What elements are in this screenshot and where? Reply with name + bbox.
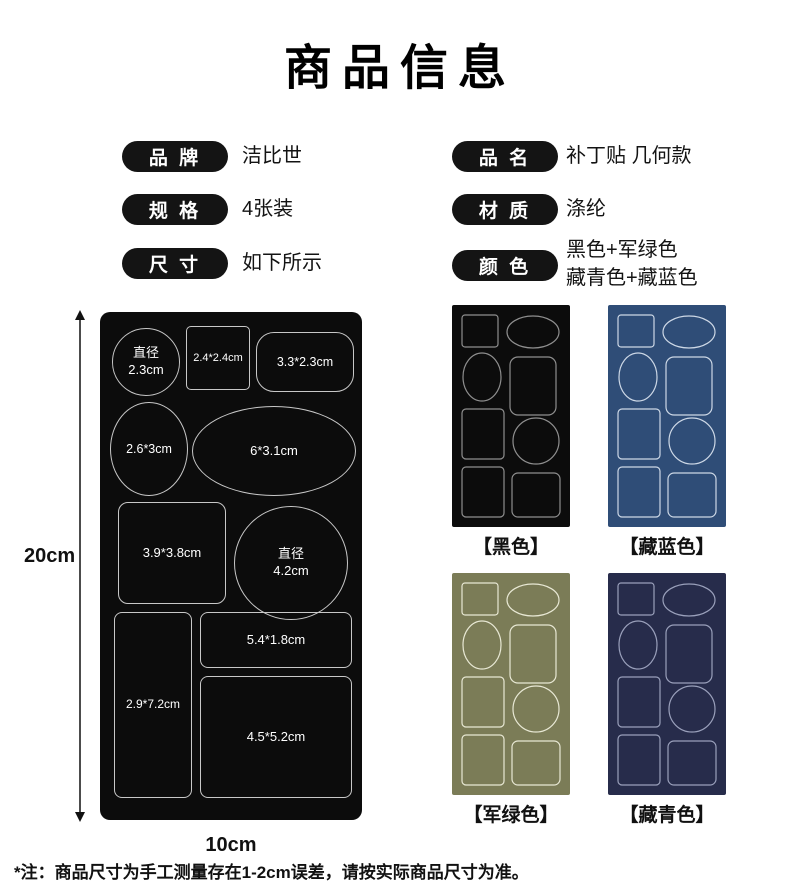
patch-shape-circle-2-3: 直径 2.3cm [112, 328, 180, 396]
page-title: 商品信息 [283, 42, 516, 95]
swatch-caption-dark-navy: 【藏青色】 [619, 805, 715, 826]
patch-shape-rect-4-5: 4.5*5.2cm [200, 676, 352, 798]
swatch-caption-black: 【黑色】 [472, 537, 549, 558]
patch-shape-rounded-rect-3-3: 3.3*2.3cm [256, 332, 354, 392]
brand-label-pill: 品 牌 [122, 141, 228, 172]
swatch-pattern [617, 582, 717, 786]
swatch-caption-navy-blue: 【藏蓝色】 [619, 537, 715, 558]
height-dimension-arrow [75, 310, 85, 822]
color-swatch-black [452, 305, 570, 527]
spec-label-pill: 规 格 [122, 194, 228, 225]
swatch-pattern [461, 582, 561, 786]
patch-shape-rounded-square-3-9: 3.9*3.8cm [118, 502, 226, 604]
measurement-note: *注：商品尺寸为手工测量存在1-2cm误差，请按实际商品尺寸为准。 [14, 863, 529, 882]
brand-value: 洁比世 [242, 145, 302, 167]
spec-value: 4张装 [242, 198, 294, 220]
patch-shape-circle-4-2: 直径 4.2cm [234, 506, 348, 620]
color-swatch-dark-navy [608, 573, 726, 795]
patch-shape-rect-5-4: 5.4*1.8cm [200, 612, 352, 668]
patch-shape-oval-6-0: 6*3.1cm [192, 406, 356, 496]
patch-shape-oval-2-6: 2.6*3cm [110, 402, 188, 496]
name-label-pill: 品 名 [452, 141, 558, 172]
patch-shape-rect-2-9: 2.9*7.2cm [114, 612, 192, 798]
swatch-pattern [461, 314, 561, 518]
size-value: 如下所示 [242, 252, 322, 274]
color-value: 黑色+军绿色 藏青色+藏蓝色 [566, 239, 698, 289]
swatch-caption-army-green: 【军绿色】 [463, 805, 559, 826]
color-label-pill: 颜 色 [452, 250, 558, 281]
swatch-pattern [617, 314, 717, 518]
size-label-pill: 尺 寸 [122, 248, 228, 279]
material-value: 涤纶 [566, 198, 606, 220]
width-dimension-label: 10cm [205, 834, 257, 856]
size-diagram-board: 直径 2.3cm 2.4*2.4cm 3.3*2.3cm 2.6*3cm 6*3… [100, 312, 362, 820]
name-value: 补丁贴 几何款 [566, 145, 692, 167]
material-label-pill: 材 质 [452, 194, 558, 225]
patch-shape-square-2-4: 2.4*2.4cm [186, 326, 250, 390]
height-dimension-label: 20cm [24, 545, 76, 567]
color-swatch-army-green [452, 573, 570, 795]
color-swatch-navy-blue [608, 305, 726, 527]
